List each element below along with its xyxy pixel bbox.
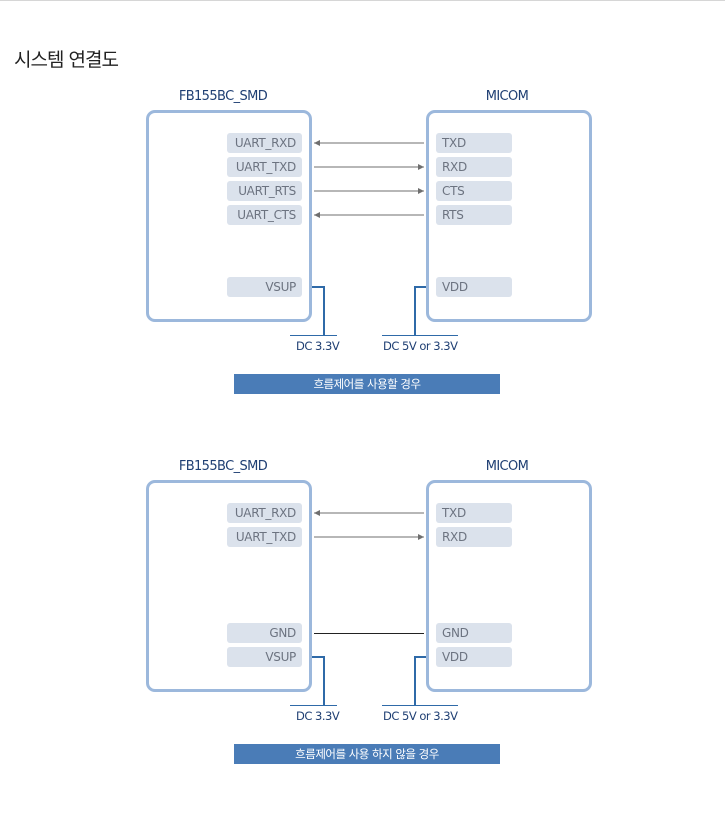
left-supply-label: DC 3.3V [296, 339, 340, 353]
pin-rxd: RXD [436, 157, 512, 177]
diagram-caption: 흐름제어를 사용 하지 않을 경우 [234, 744, 500, 764]
right-device-title: MICOM [485, 459, 529, 474]
right-device-title: MICOM [485, 89, 529, 104]
pin-txd: TXD [436, 503, 512, 523]
pin-uart-txd: UART_TXD [227, 157, 302, 177]
pin-uart-rts: UART_RTS [227, 181, 302, 201]
pin-uart-txd: UART_TXD [227, 527, 302, 547]
pin-gnd-micom: GND [436, 623, 512, 643]
supply-line-left [312, 656, 325, 705]
page-title: 시스템 연결도 [14, 48, 119, 71]
pin-uart-rxd: UART_RXD [227, 133, 302, 153]
pin-gnd: GND [227, 623, 302, 643]
supply-line-left [312, 286, 325, 335]
right-supply-label: DC 5V or 3.3V [383, 339, 458, 353]
diagram-caption: 흐름제어를 사용할 경우 [234, 374, 500, 394]
pin-vsup: VSUP [227, 277, 302, 297]
left-device-title: FB155BC_SMD [178, 459, 268, 474]
left-device-title: FB155BC_SMD [178, 89, 268, 104]
wiring [290, 140, 458, 336]
pin-uart-cts: UART_CTS [227, 205, 302, 225]
right-supply-label: DC 5V or 3.3V [383, 709, 458, 723]
pin-vsup: VSUP [227, 647, 302, 667]
supply-line-right [414, 286, 426, 335]
diagram-no-flow-control: FB155BC_SMD MICOM UART_RXD UART_TXD GND … [0, 370, 725, 764]
pin-vdd: VDD [436, 277, 512, 297]
pin-uart-rxd: UART_RXD [227, 503, 302, 523]
supply-line-right [414, 656, 426, 705]
pin-rxd: RXD [436, 527, 512, 547]
wiring [290, 510, 458, 706]
left-supply-label: DC 3.3V [296, 709, 340, 723]
pin-vdd: VDD [436, 647, 512, 667]
pin-rts: RTS [436, 205, 512, 225]
top-divider [0, 0, 725, 1]
pin-cts: CTS [436, 181, 512, 201]
diagram-flow-control: FB155BC_SMD MICOM UART_RXD UART_TXD UART… [0, 0, 725, 394]
pin-txd: TXD [436, 133, 512, 153]
